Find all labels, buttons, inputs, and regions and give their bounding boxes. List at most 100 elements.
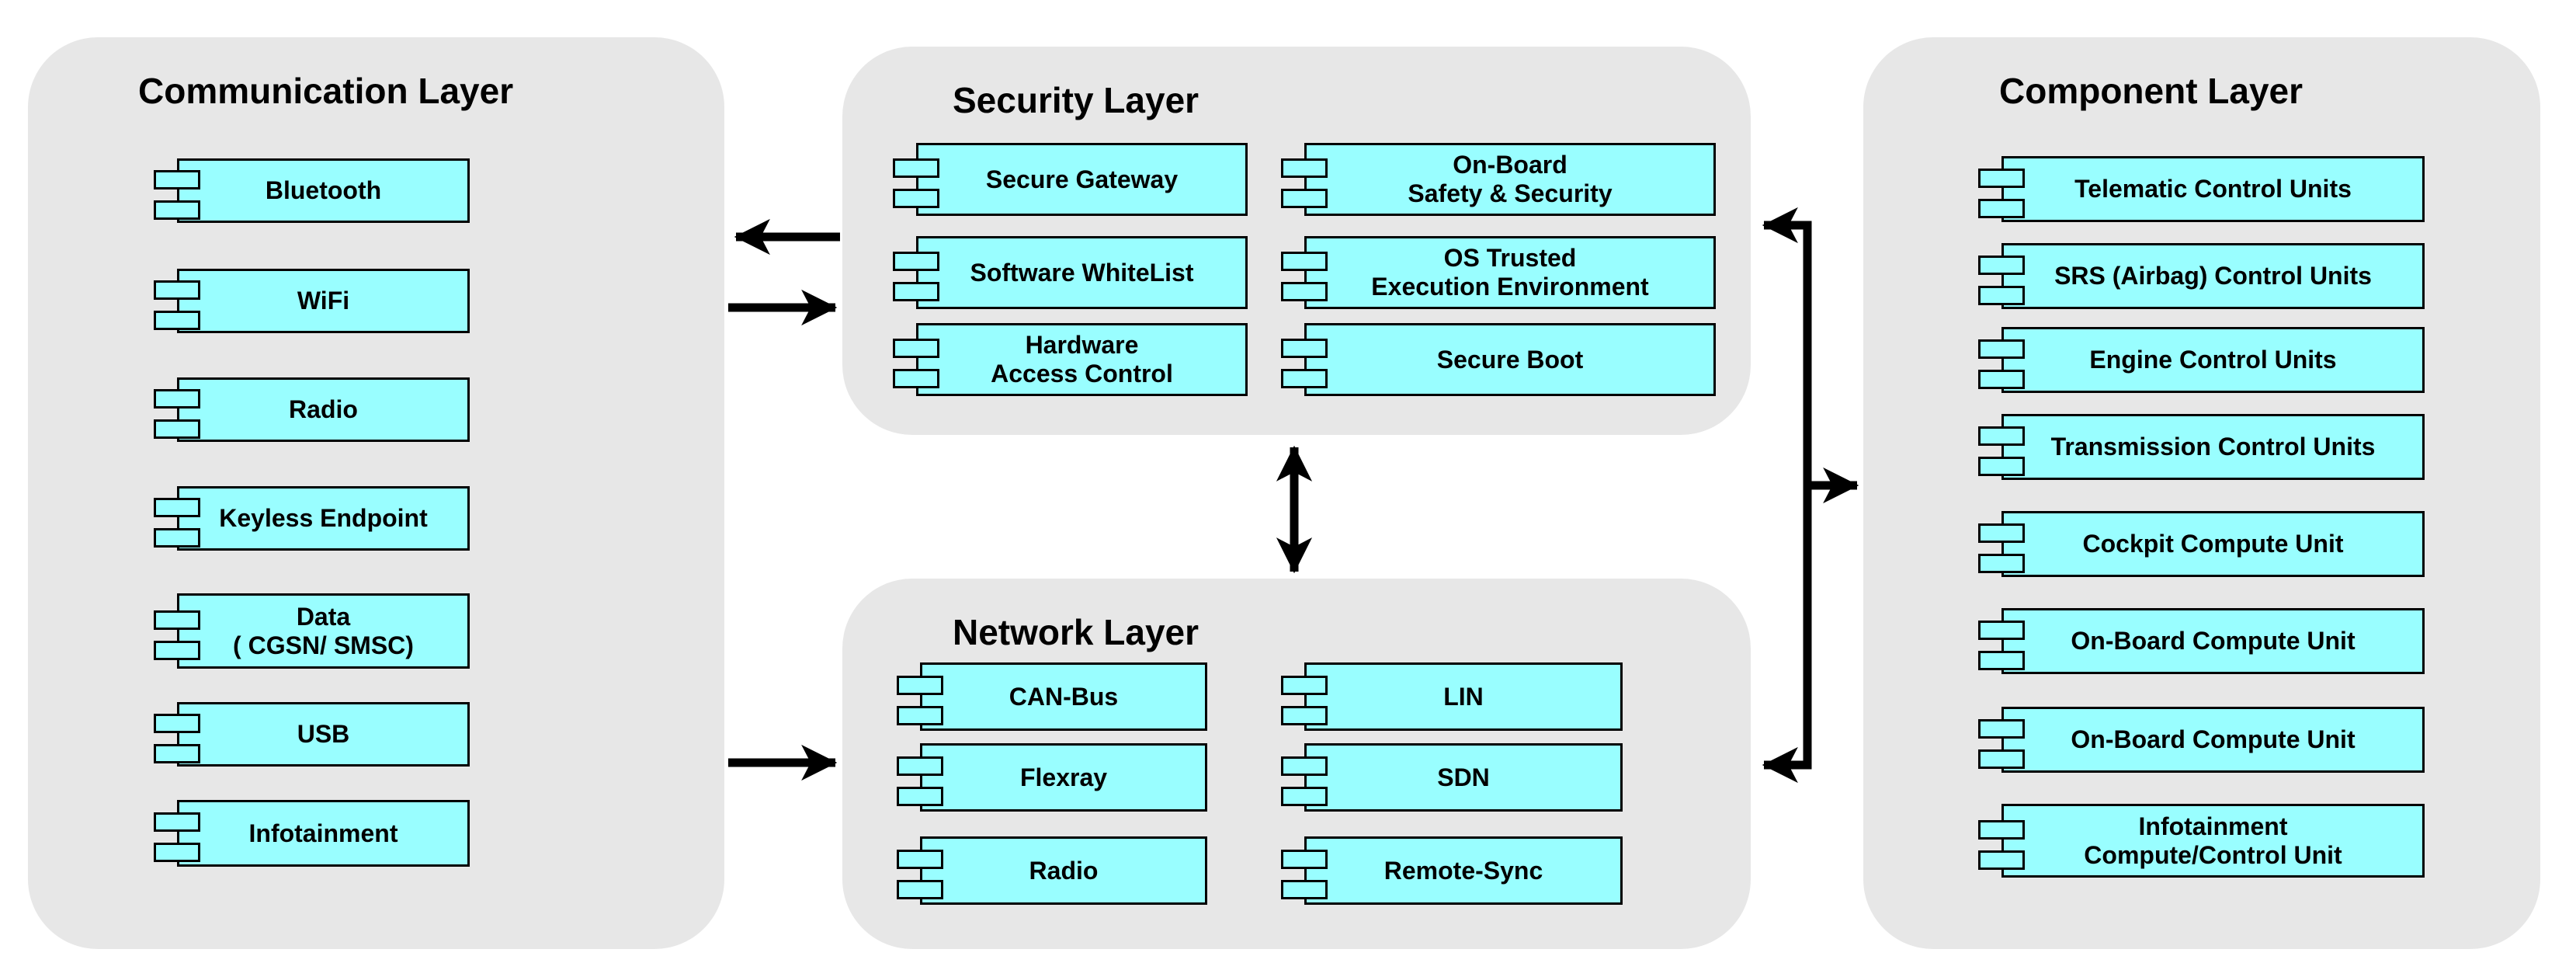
uml-component-tab-icon xyxy=(154,169,200,189)
component-label: Bluetooth xyxy=(265,176,382,204)
uml-component-tab-icon xyxy=(154,843,200,862)
component-layer-title: Component Layer xyxy=(1999,71,2303,111)
component-box-bluetooth: Bluetooth xyxy=(154,158,470,223)
security-layer-panel: Security Layer Secure Gateway Software W… xyxy=(842,47,1751,435)
communication-layer-panel: Communication Layer Bluetooth WiFi Radio… xyxy=(28,37,724,949)
uml-component-tab-icon xyxy=(154,419,200,439)
uml-component-tab-icon xyxy=(154,497,200,517)
component-box-on-board-compute-unit-1: On-Board Compute Unit xyxy=(1978,608,2425,674)
uml-component-tab-icon xyxy=(1281,706,1328,725)
component-label: On-Board Compute Unit xyxy=(2071,725,2356,753)
uml-component-tab-icon xyxy=(154,310,200,330)
component-box-telematic-control-units: Telematic Control Units xyxy=(1978,156,2425,222)
component-label: Hardware Access Control xyxy=(991,331,1173,388)
uml-component-tab-icon xyxy=(154,640,200,660)
uml-component-tab-icon xyxy=(897,787,943,806)
uml-component-tab-icon xyxy=(1978,456,2025,476)
component-box-on-board-compute-unit-2: On-Board Compute Unit xyxy=(1978,707,2425,773)
component-box-onboard-safety-security: On-Board Safety & Security xyxy=(1281,143,1716,216)
component-box-usb: USB xyxy=(154,702,470,767)
component-label: On-Board Compute Unit xyxy=(2071,627,2356,655)
component-label: SRS (Airbag) Control Units xyxy=(2054,262,2372,290)
uml-component-tab-icon xyxy=(1978,168,2025,188)
component-label: Transmission Control Units xyxy=(2050,433,2376,461)
uml-component-tab-icon xyxy=(1978,650,2025,670)
component-label: Cockpit Compute Unit xyxy=(2082,530,2344,558)
communication-layer-title: Communication Layer xyxy=(138,71,514,111)
uml-component-tab-icon xyxy=(893,189,939,208)
component-label: Secure Gateway xyxy=(985,165,1179,193)
component-label: USB xyxy=(297,720,350,748)
component-label: Keyless Endpoint xyxy=(219,504,428,532)
component-label: SDN xyxy=(1437,763,1490,791)
uml-component-tab-icon xyxy=(1978,718,2025,739)
component-box-software-whitelist: Software WhiteList xyxy=(893,236,1248,309)
component-box-secure-boot: Secure Boot xyxy=(1281,323,1716,396)
component-box-transmission-control-units: Transmission Control Units xyxy=(1978,414,2425,480)
component-box-cockpit-compute-unit: Cockpit Compute Unit xyxy=(1978,511,2425,577)
uml-component-tab-icon xyxy=(893,369,939,388)
component-label: On-Board Safety & Security xyxy=(1408,151,1613,207)
uml-component-tab-icon xyxy=(897,756,943,776)
uml-component-tab-icon xyxy=(1978,285,2025,305)
uml-component-tab-icon xyxy=(1281,339,1328,358)
component-label: Software WhiteList xyxy=(970,258,1194,287)
component-label: Radio xyxy=(289,395,358,423)
network-layer-panel: Network Layer CAN-Bus Flexray Radio LIN … xyxy=(842,579,1751,949)
component-label: Remote-Sync xyxy=(1383,856,1543,885)
component-box-lin: LIN xyxy=(1281,662,1623,731)
component-box-infotainment-compute-control-unit: Infotainment Compute/Control Unit xyxy=(1978,804,2425,878)
uml-component-tab-icon xyxy=(1281,756,1328,776)
uml-component-tab-icon xyxy=(1978,198,2025,218)
component-label: Infotainment xyxy=(248,819,398,847)
component-box-flexray: Flexray xyxy=(897,743,1207,812)
component-label: LIN xyxy=(1443,682,1484,711)
component-box-engine-control-units: Engine Control Units xyxy=(1978,327,2425,393)
uml-component-tab-icon xyxy=(1978,523,2025,543)
component-label: WiFi xyxy=(297,287,350,315)
uml-component-tab-icon xyxy=(1281,880,1328,899)
component-label: Flexray xyxy=(1019,763,1108,791)
uml-component-tab-icon xyxy=(1978,620,2025,640)
uml-component-tab-icon xyxy=(154,388,200,409)
component-box-radio: Radio xyxy=(154,377,470,442)
uml-component-tab-icon xyxy=(1978,850,2025,870)
uml-component-tab-icon xyxy=(897,706,943,725)
uml-component-tab-icon xyxy=(1978,426,2025,446)
uml-component-tab-icon xyxy=(1281,850,1328,869)
uml-component-tab-icon xyxy=(893,282,939,301)
uml-component-tab-icon xyxy=(154,743,200,763)
component-label: CAN-Bus xyxy=(1009,682,1119,711)
component-box-secure-gateway: Secure Gateway xyxy=(893,143,1248,216)
uml-component-tab-icon xyxy=(154,280,200,300)
uml-component-tab-icon xyxy=(1281,787,1328,806)
uml-component-tab-icon xyxy=(1978,553,2025,573)
uml-component-tab-icon xyxy=(893,252,939,271)
component-label: Data ( CGSN/ SMSC) xyxy=(233,602,414,659)
uml-component-tab-icon xyxy=(154,200,200,220)
uml-component-tab-icon xyxy=(1978,255,2025,275)
component-label: Infotainment Compute/Control Unit xyxy=(2084,812,2342,869)
uml-component-tab-icon xyxy=(1281,282,1328,301)
uml-component-tab-icon xyxy=(897,676,943,695)
uml-component-tab-icon xyxy=(897,880,943,899)
uml-component-tab-icon xyxy=(154,527,200,548)
uml-component-tab-icon xyxy=(1281,252,1328,271)
uml-component-tab-icon xyxy=(154,812,200,832)
component-label: Telematic Control Units xyxy=(2074,175,2352,203)
component-box-keyless-endpoint: Keyless Endpoint xyxy=(154,486,470,551)
component-label: OS Trusted Execution Environment xyxy=(1371,244,1649,301)
component-box-data-cgsn-smsc: Data ( CGSN/ SMSC) xyxy=(154,593,470,669)
component-layer-panel: Component Layer Telematic Control Units … xyxy=(1863,37,2540,949)
component-box-can-bus: CAN-Bus xyxy=(897,662,1207,731)
uml-component-tab-icon xyxy=(1978,369,2025,389)
uml-component-tab-icon xyxy=(154,713,200,733)
component-box-wifi: WiFi xyxy=(154,269,470,333)
uml-component-tab-icon xyxy=(893,339,939,358)
component-label: Radio xyxy=(1029,856,1099,885)
component-box-sdn: SDN xyxy=(1281,743,1623,812)
uml-component-tab-icon xyxy=(154,610,200,630)
component-label: Secure Boot xyxy=(1436,345,1584,374)
uml-component-tab-icon xyxy=(1281,369,1328,388)
